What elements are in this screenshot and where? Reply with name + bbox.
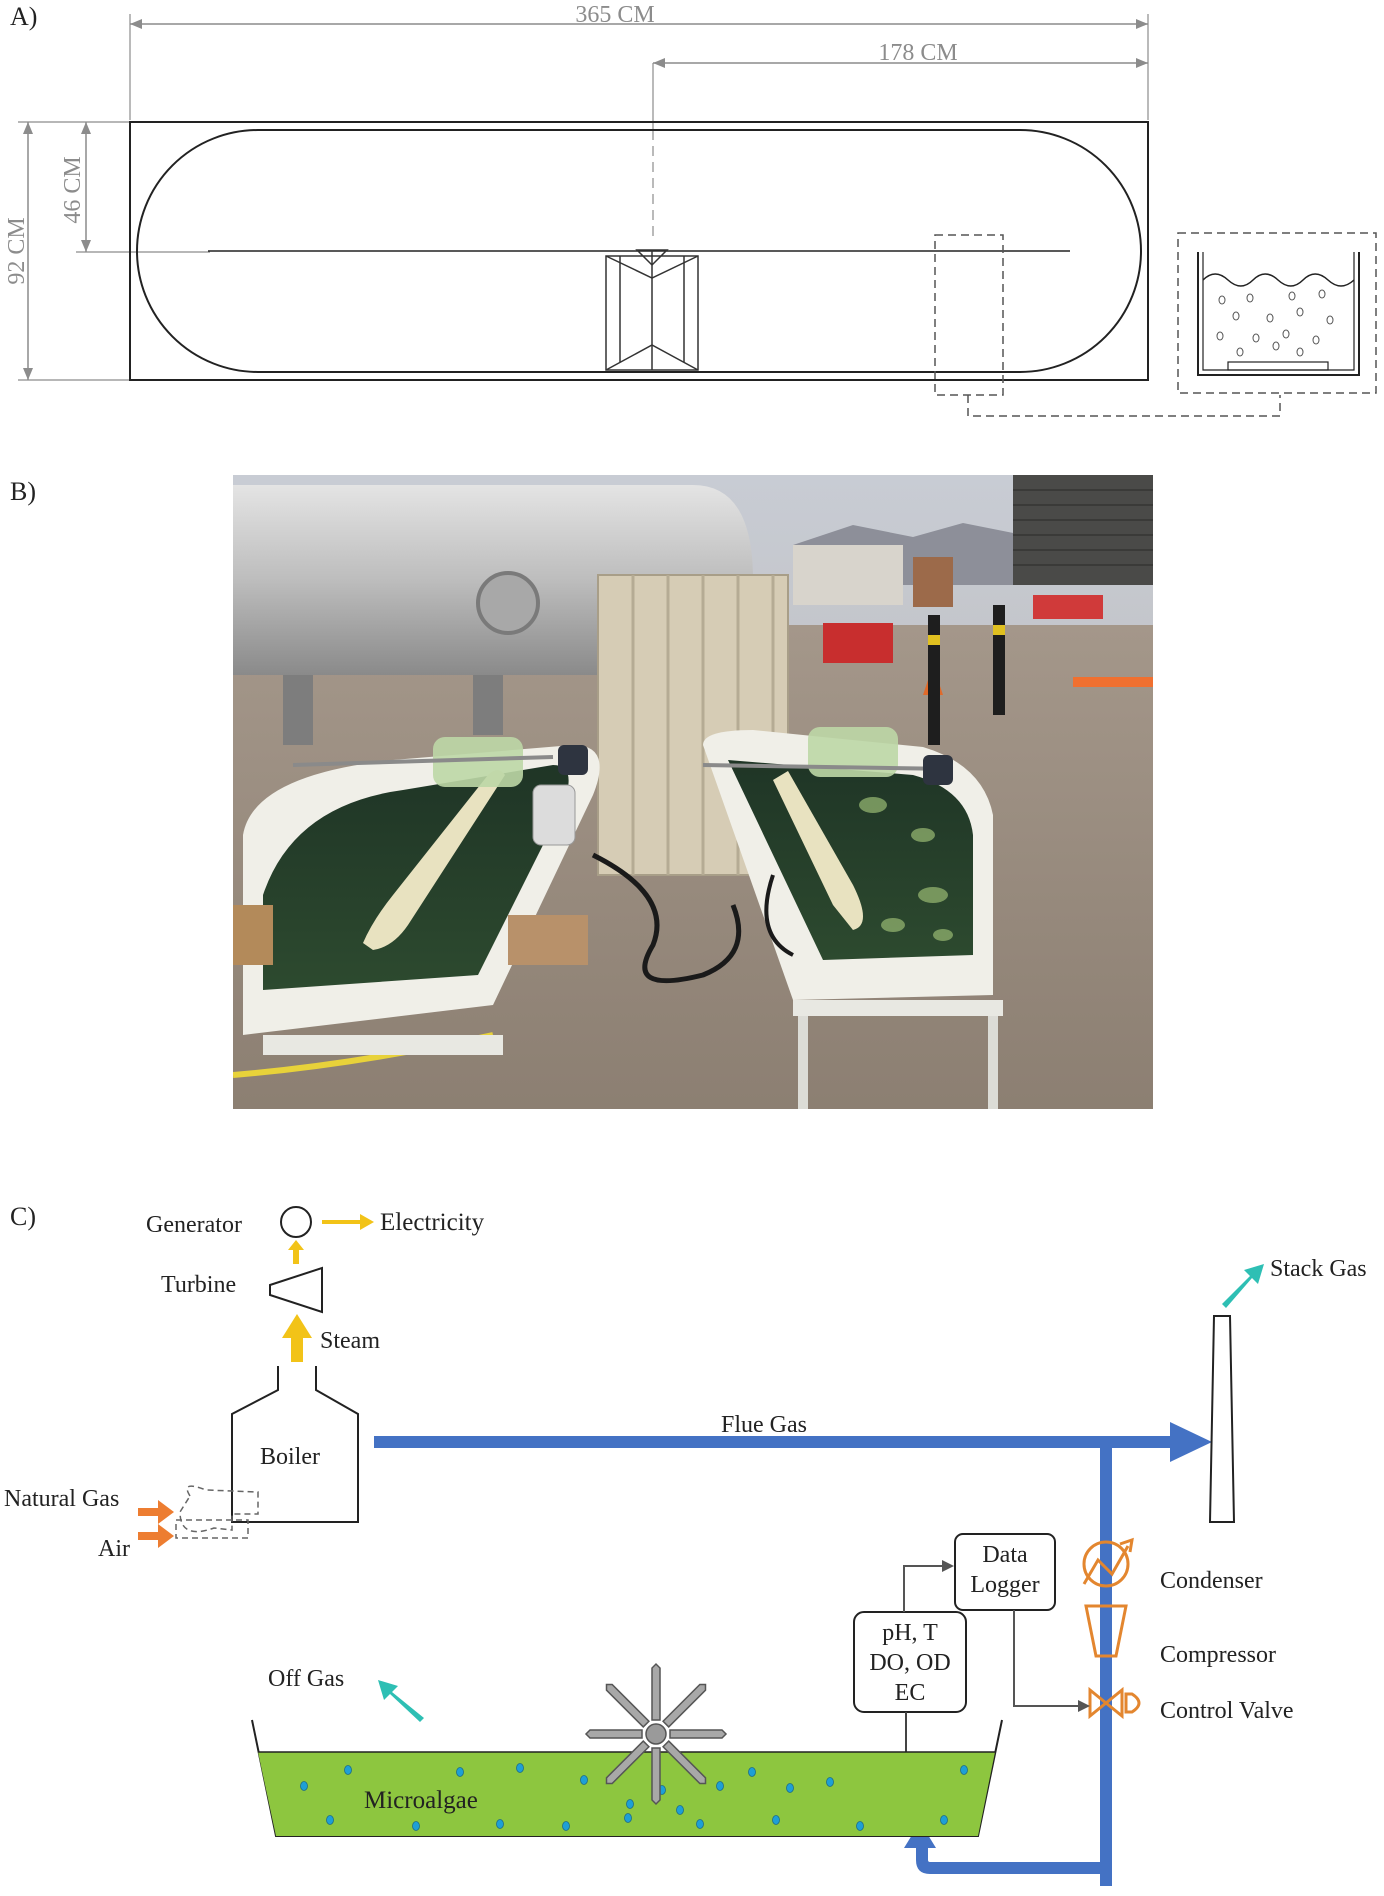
natural-gas-arrow	[138, 1500, 174, 1524]
cross-section-detail	[1177, 232, 1377, 394]
compressor-label: Compressor	[1160, 1642, 1276, 1668]
condenser-label: Condenser	[1160, 1568, 1263, 1594]
compressor-icon	[1084, 1604, 1128, 1658]
turbine-label: Turbine	[161, 1272, 236, 1298]
electricity-arrow	[322, 1214, 374, 1230]
stack-gas-label: Stack Gas	[1270, 1256, 1367, 1282]
stack-icon	[1208, 1315, 1236, 1523]
generator-icon	[280, 1206, 312, 1238]
burner-icon	[175, 1485, 259, 1539]
flue-gas-pipe	[374, 1436, 1174, 1448]
algae-cells	[300, 1763, 968, 1831]
sensor-signal-line	[903, 1565, 948, 1612]
dim-label-total-length: 365 CM	[575, 2, 654, 28]
sensor-box	[853, 1611, 967, 1713]
natural-gas-label: Natural Gas	[4, 1486, 119, 1512]
off-gas-label: Off Gas	[268, 1666, 344, 1692]
panel-b-label: B)	[10, 477, 36, 506]
panel-c-label: C)	[10, 1202, 36, 1231]
dim-label-half-length: 178 CM	[878, 40, 957, 66]
detail-region-marker	[934, 234, 1004, 396]
culture-pond	[251, 1719, 1003, 1837]
steam-arrow	[282, 1314, 312, 1362]
turbine-icon	[269, 1266, 323, 1314]
air-arrow	[138, 1524, 174, 1548]
off-gas-arrow	[378, 1680, 424, 1722]
raceway-ponds-photo	[233, 475, 1153, 1109]
stack-gas-arrow	[1222, 1264, 1264, 1308]
data-logger-line1: Data	[982, 1542, 1028, 1568]
control-valve-label: Control Valve	[1160, 1698, 1294, 1724]
paddle-wheel-icon	[605, 249, 699, 371]
air-label: Air	[98, 1536, 130, 1562]
data-logger-line2: Logger	[970, 1572, 1039, 1598]
electricity-label: Electricity	[380, 1209, 485, 1236]
generator-label: Generator	[146, 1212, 242, 1238]
raceway-channel	[136, 129, 1142, 373]
side-stream-pipe	[1100, 1436, 1112, 1886]
sensor-label-line2: DO, OD	[869, 1650, 950, 1676]
panel-a-raceway-schematic: 365 CM 178 CM 92 CM 46 CM	[4, 2, 1377, 417]
raceway-frame	[129, 121, 1149, 381]
boiler-icon	[231, 1366, 359, 1523]
control-signal-line	[1013, 1610, 1084, 1707]
control-valve-icon	[1088, 1686, 1141, 1720]
panel-a-label: A)	[10, 2, 38, 31]
paddle-wheel-icon	[584, 1662, 728, 1806]
microalgae-label: Microalgae	[364, 1787, 478, 1814]
steam-label: Steam	[320, 1328, 380, 1354]
dim-label-total-width: 92 CM	[4, 217, 30, 284]
sensor-label-line1: pH, T	[882, 1620, 938, 1646]
flue-gas-arrowhead	[1170, 1422, 1212, 1462]
dim-label-half-width: 46 CM	[60, 156, 86, 223]
data-logger-box	[954, 1533, 1056, 1611]
sensor-label-line3: EC	[895, 1680, 926, 1706]
flue-gas-label: Flue Gas	[721, 1412, 807, 1438]
boiler-label: Boiler	[260, 1444, 320, 1470]
condenser-icon	[1082, 1537, 1134, 1588]
culture-liquid	[258, 1752, 995, 1836]
